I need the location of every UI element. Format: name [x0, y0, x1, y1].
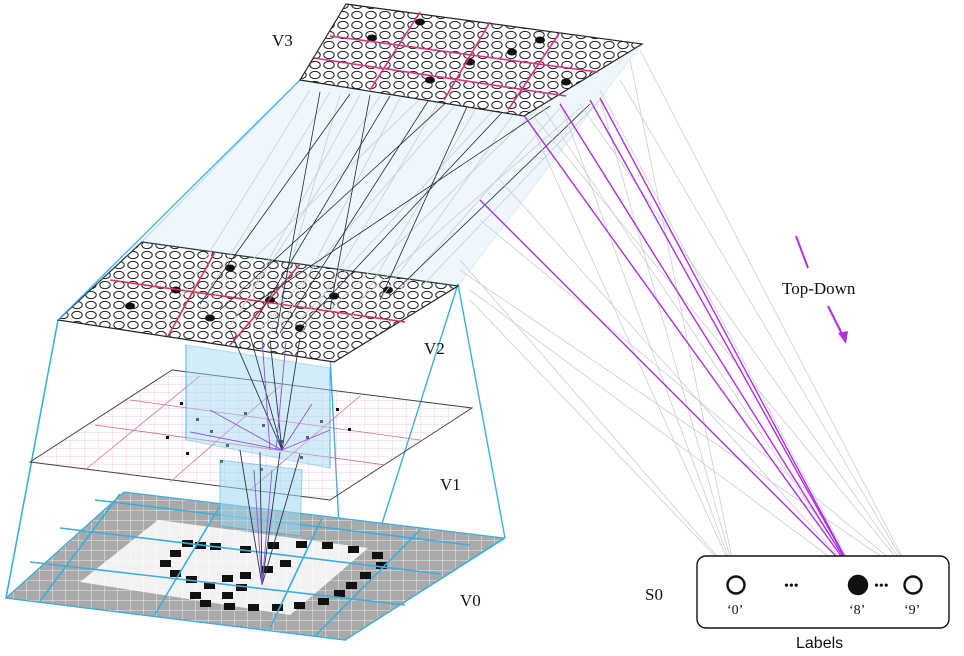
- label-connections: [459, 49, 914, 579]
- layer-v1: [28, 369, 474, 501]
- label-unit-8-text: ‘8’: [849, 603, 865, 618]
- labels-box: [696, 555, 950, 629]
- labels-ellipsis-left: •••: [784, 579, 799, 594]
- top-down-arrow-upper: [795, 235, 809, 269]
- arrow-head-icon: [838, 331, 848, 344]
- label-v2: V2: [424, 339, 445, 358]
- top-down-annotation: Top-Down: [782, 235, 856, 344]
- label-s0: S0: [645, 585, 663, 604]
- v2-to-v1-connections: [189, 329, 331, 586]
- label-v1: V1: [440, 475, 461, 494]
- labels-ellipsis-right: •••: [874, 579, 889, 594]
- layer-v2: [56, 241, 460, 363]
- label-v0: V0: [460, 591, 481, 610]
- v3-to-v2-connections: [179, 89, 601, 336]
- label-unit-9-text: ‘9’: [904, 603, 920, 618]
- layer-v0: [4, 491, 506, 641]
- layer-v3: [299, 3, 644, 117]
- labels-title: Labels: [796, 635, 843, 652]
- layer-labels: V3 V2 V1 V0 S0: [272, 31, 663, 610]
- labels-panel: ••• ••• ‘0’ ‘8’ ‘9’ Labels: [696, 555, 950, 652]
- label-v3: V3: [272, 31, 293, 50]
- label-unit-0-text: ‘0’: [727, 603, 743, 618]
- label-unit-8-icon: [847, 574, 869, 596]
- label-unit-0-icon: [726, 575, 746, 595]
- top-down-label: Top-Down: [782, 279, 856, 298]
- label-unit-9-icon: [903, 575, 923, 595]
- top-down-arrow-lower: [827, 305, 844, 337]
